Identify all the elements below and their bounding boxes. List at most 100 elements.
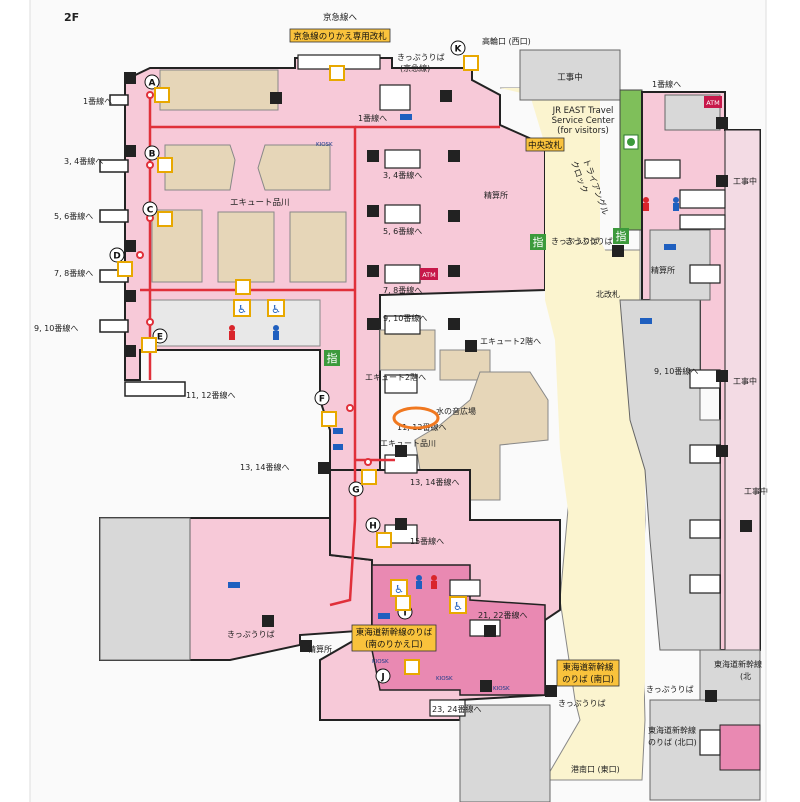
label-ticket-4: きっぷうりば [558, 699, 606, 708]
construction-area-top [519, 49, 621, 101]
svg-text:中央改札: 中央改札 [528, 140, 563, 151]
label-tokaido-north-right: 東海道新幹線 [714, 659, 762, 669]
elevator-b: B [144, 145, 160, 161]
label-fare-adjust-3: 精算所 [308, 644, 332, 654]
svg-text:I: I [403, 609, 406, 619]
label-platform-56-left: 5, 6番線へ [54, 211, 93, 221]
elevator-d: D [109, 247, 125, 263]
svg-text:のりば (南口): のりば (南口) [562, 674, 614, 685]
accessible-toilet-icon: ♿ ♿ ♿ ♿ [233, 299, 467, 614]
svg-text:G: G [352, 486, 359, 496]
label-fare-adjust-2: 精算所 [651, 265, 675, 275]
label-platform-1112-left: 11, 12番線へ [186, 390, 235, 400]
shinkansen-north-zone [719, 724, 761, 771]
keikyu-transfer-gate-label: 京急線のりかえ専用改札 [289, 28, 391, 43]
label-platform-910-mid: 9, 10番線へ [383, 313, 427, 323]
label-platform-910-right: 9, 10番線へ [654, 366, 698, 376]
label-ticket-1: きっぷうりば [551, 237, 599, 246]
svg-text:指: 指 [616, 229, 627, 243]
label-platform-34-left: 3, 4番線へ [64, 156, 103, 166]
green-window-icon [623, 134, 639, 150]
label-platform-56-mid: 5, 6番線へ [383, 226, 422, 236]
svg-text:♿: ♿ [394, 583, 404, 596]
label-ecute-2f-b: エキュート2階へ [365, 372, 426, 382]
elevator-k: K [450, 40, 466, 56]
svg-text:F: F [319, 395, 325, 405]
label-ecute-shinagawa-2: エキュート品川 [380, 439, 436, 448]
label-ecute-2f: エキュート2階へ [480, 336, 541, 346]
svg-text:C: C [147, 206, 154, 216]
south-bottom-closed [459, 704, 551, 802]
svg-text:A: A [149, 79, 156, 89]
label-konan-east: 港南口 (東口) [571, 764, 620, 774]
label-platform-910-left: 9, 10番線へ [34, 323, 78, 333]
elevator-h: H [365, 517, 381, 533]
svg-text:ATM: ATM [422, 271, 436, 279]
svg-text:♿: ♿ [271, 303, 281, 316]
central-gate-label: 中央改札 [525, 137, 565, 152]
svg-text:♿: ♿ [453, 600, 463, 613]
label-ticket-2: きっぷうりば [227, 630, 275, 639]
label-construction-top: 工事中 [557, 72, 583, 83]
reserved-seat-icon: 指 指 指 [324, 228, 629, 366]
label-construction-right-3: 工事中 [744, 486, 768, 496]
label-platform-78-left: 7, 8番線へ [54, 268, 93, 278]
elevator-j: J [375, 668, 391, 684]
label-platform-34-mid: 3, 4番線へ [383, 170, 422, 180]
elevator-icon-boxes [117, 55, 479, 675]
svg-text:東海道新幹線のりば: 東海道新幹線のりば [356, 627, 433, 638]
svg-text:京急線のりかえ専用改札: 京急線のりかえ専用改札 [293, 31, 387, 42]
label-platform-2122: 21, 22番線へ [478, 610, 527, 620]
label-platform-1314-left: 13, 14番線へ [240, 462, 289, 472]
elevator-markers: A B C D E F G H I J K [109, 40, 466, 684]
label-platform-2324: 23, 24番線へ [432, 704, 481, 714]
svg-text:K: K [455, 45, 463, 55]
label-platform-78-mid: 7, 8番線へ [383, 285, 422, 295]
label-construction-right: 工事中 [733, 176, 757, 186]
toilet-icon [229, 197, 679, 589]
label-keikyu-line: 京急線へ [323, 12, 358, 23]
svg-text:KIOSK: KIOSK [316, 142, 333, 148]
east-platform-strip [724, 129, 761, 651]
label-ticket-keikyu-sub: (京急線) [400, 63, 430, 73]
floor-label: 2F [64, 11, 79, 24]
svg-text:J: J [380, 673, 384, 683]
escalator-icon [124, 72, 752, 702]
west-platform-stairs [99, 94, 186, 397]
svg-text:(南のりかえ口): (南のりかえ口) [365, 639, 423, 650]
tokaido-south-label: 東海道新幹線 のりば (南口) [556, 659, 620, 687]
label-platform-1-right: 1番線へ [652, 79, 681, 89]
label-water-plaza: 水の音広場 [436, 406, 476, 416]
label-tokaido-north-2: のりば (北口) [648, 738, 697, 747]
svg-text:KIOSK: KIOSK [372, 659, 389, 665]
label-jr-travel-3: (for visitors) [557, 126, 609, 136]
label-tokaido-north: 東海道新幹線 [648, 725, 696, 735]
green-window-area [619, 89, 643, 231]
label-construction-right-2: 工事中 [733, 376, 757, 386]
svg-text:♿: ♿ [237, 303, 247, 316]
label-ticket-3: きっぷうりば [646, 685, 694, 694]
svg-text:H: H [369, 522, 377, 532]
elevator-g: G [348, 481, 364, 497]
label-platform-1314-mid: 13, 14番線へ [410, 477, 459, 487]
label-ecute-shinagawa: エキュート品川 [230, 198, 290, 208]
stair-markers [297, 54, 726, 756]
map-text-labels: 京急線へ きっぷうりば (京急線) 高輪口 (西口) 工事中 JR EAST T… [34, 12, 768, 774]
info-tags [228, 114, 676, 619]
label-north-gate: 北改札 [596, 289, 620, 299]
atm-icon: ATM ATM [420, 96, 722, 280]
elevator-f: F [314, 390, 330, 406]
label-tokaido-north-right-2: (北 [740, 672, 751, 681]
label-platform-15: 15番線へ [410, 536, 444, 546]
label-fare-adjust-1: 精算所 [484, 190, 508, 200]
label-platform-1-left: 1番線へ [83, 96, 112, 106]
svg-text:B: B [149, 150, 156, 160]
svg-text:指: 指 [327, 351, 338, 365]
svg-text:E: E [157, 333, 163, 343]
highlight-circle [392, 406, 440, 430]
label-platform-1-mid: 1番線へ [358, 113, 387, 123]
svg-text:指: 指 [533, 235, 544, 249]
ecute-shops [151, 69, 549, 501]
label-jr-travel-1: JR EAST Travel [552, 106, 614, 116]
